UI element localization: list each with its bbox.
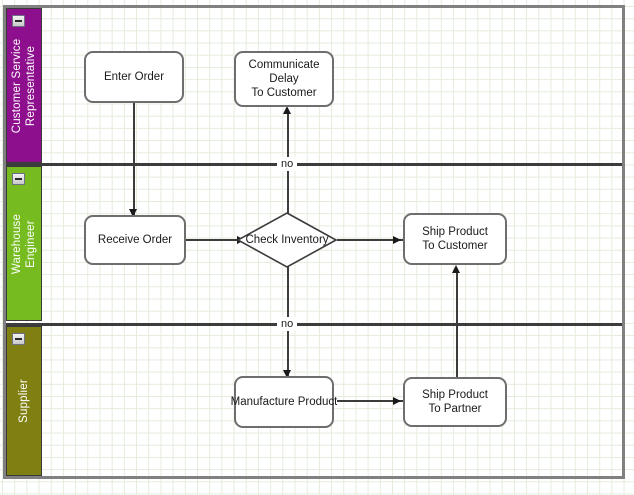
edge-label-no-up: no <box>277 157 298 171</box>
edge-label-no-down: no <box>277 317 298 331</box>
arrowhead-ship-partner-in <box>393 397 401 405</box>
arrowhead-receive-order-in <box>129 209 137 217</box>
connector-ship-partner-to-ship-customer <box>456 271 458 377</box>
node-manufacture-product[interactable]: Manufacture Product <box>231 376 337 428</box>
node-receive-order[interactable]: Receive Order <box>84 215 186 265</box>
lane-supplier[interactable]: Supplier <box>6 326 42 476</box>
lane-label-supplier: Supplier <box>18 379 30 423</box>
lane-divider-2 <box>6 323 622 326</box>
arrowhead-ship-customer-in <box>393 236 401 244</box>
connector-manufacture-to-ship-partner <box>337 400 403 402</box>
diamond-shape <box>236 212 338 268</box>
arrowhead-manufacture-product-in <box>283 370 291 378</box>
node-enter-order[interactable]: Enter Order <box>84 51 184 103</box>
minus-square-icon[interactable] <box>12 15 25 27</box>
arrowhead-ship-customer-from-partner <box>452 265 460 273</box>
arrowhead-communicate-delay-in <box>283 106 291 114</box>
lane-divider-1 <box>6 163 622 166</box>
node-label-receive-order: Receive Order <box>97 234 173 246</box>
connector-receive-order-to-check-inventory <box>186 239 248 241</box>
node-check-inventory[interactable]: Check Inventory <box>236 212 338 268</box>
minus-square-icon[interactable] <box>12 333 25 345</box>
node-label-manufacture-product: Manufacture Product <box>230 396 338 408</box>
connector-check-inventory-to-ship-customer <box>337 239 403 241</box>
minus-square-icon[interactable] <box>12 173 25 185</box>
node-label-enter-order: Enter Order <box>103 71 165 83</box>
node-label-check-inventory: Check Inventory <box>245 234 329 246</box>
connector-enter-order-to-receive-order <box>133 103 135 215</box>
